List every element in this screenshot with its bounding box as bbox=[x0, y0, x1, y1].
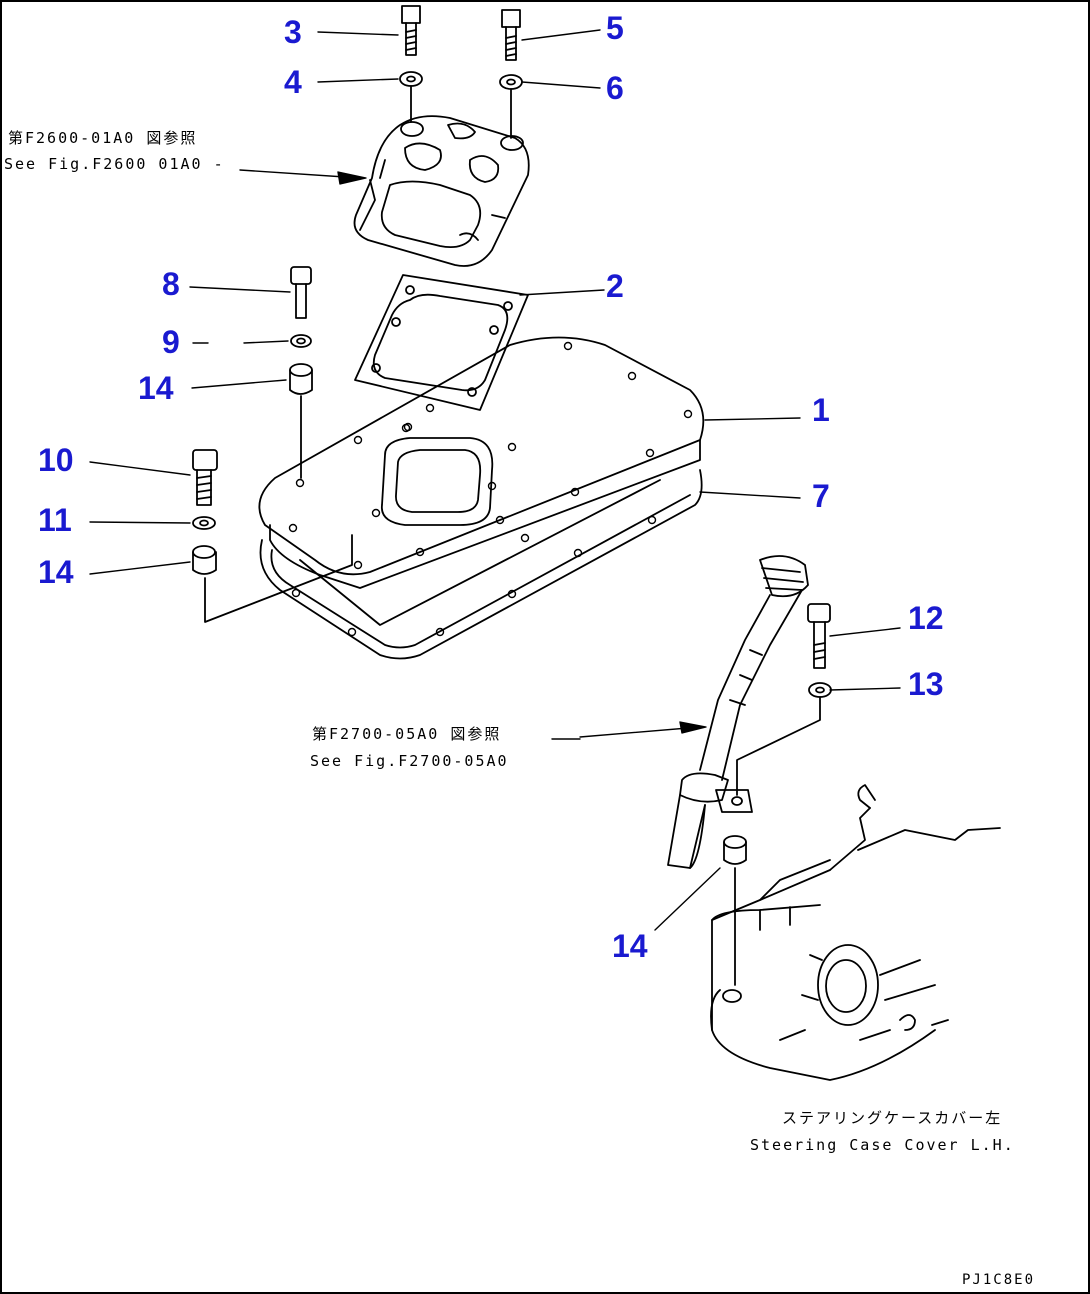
filler-tube bbox=[667, 555, 809, 869]
drawing-code: PJ1C8E0 bbox=[962, 1272, 1036, 1288]
note-fig-f2600-en: See Fig.F2600 01A0 - bbox=[4, 155, 225, 173]
part-7-gasket bbox=[259, 469, 703, 660]
callout-2: 2 bbox=[606, 268, 624, 304]
part-13-washer bbox=[736, 682, 832, 796]
callout-7: 7 bbox=[812, 478, 830, 514]
callout-5: 5 bbox=[606, 10, 624, 46]
steering-case-cover bbox=[710, 784, 1001, 1081]
part-6-washer bbox=[499, 74, 523, 139]
note-case-cover-jp: ステアリングケースカバー左 bbox=[782, 1109, 1003, 1127]
callout-9: 9 bbox=[162, 324, 180, 360]
callout-12: 12 bbox=[908, 600, 944, 636]
callout-14a: 14 bbox=[138, 370, 174, 406]
callout-13: 13 bbox=[908, 666, 944, 702]
part-11-washer bbox=[192, 516, 216, 530]
part-14-dowel-upper bbox=[289, 363, 313, 479]
callout-4: 4 bbox=[284, 64, 302, 100]
note-case-cover-en: Steering Case Cover L.H. bbox=[750, 1136, 1015, 1154]
part-10-bolt bbox=[192, 449, 218, 506]
leader-lines bbox=[89, 29, 901, 931]
part-4-washer bbox=[399, 71, 423, 123]
part-3-bolt bbox=[401, 5, 421, 56]
part-1-cover-plate bbox=[258, 336, 705, 589]
part-12-bolt bbox=[807, 603, 831, 669]
part-2-gasket bbox=[354, 274, 529, 411]
part-14-dowel-lower bbox=[192, 534, 353, 623]
part-8-bolt bbox=[290, 266, 312, 319]
valve-body bbox=[353, 115, 530, 267]
part-9-washer bbox=[290, 334, 312, 348]
cover-holes bbox=[288, 341, 693, 637]
callout-8: 8 bbox=[162, 266, 180, 302]
callout-3: 3 bbox=[284, 14, 302, 50]
callout-1: 1 bbox=[812, 392, 830, 428]
callout-6: 6 bbox=[606, 70, 624, 106]
callout-14b: 14 bbox=[38, 554, 74, 590]
part-5-bolt bbox=[501, 9, 521, 61]
note-fig-f2700-jp: 第F2700-05A0 図参照 bbox=[312, 725, 502, 743]
note-fig-f2700-en: See Fig.F2700-05A0 bbox=[310, 752, 509, 770]
part-14-dowel-right bbox=[723, 835, 747, 986]
callout-10: 10 bbox=[38, 442, 74, 478]
callout-11: 11 bbox=[38, 502, 72, 538]
callout-14c: 14 bbox=[612, 928, 648, 964]
note-fig-f2600-jp: 第F2600-01A0 図参照 bbox=[8, 129, 198, 147]
